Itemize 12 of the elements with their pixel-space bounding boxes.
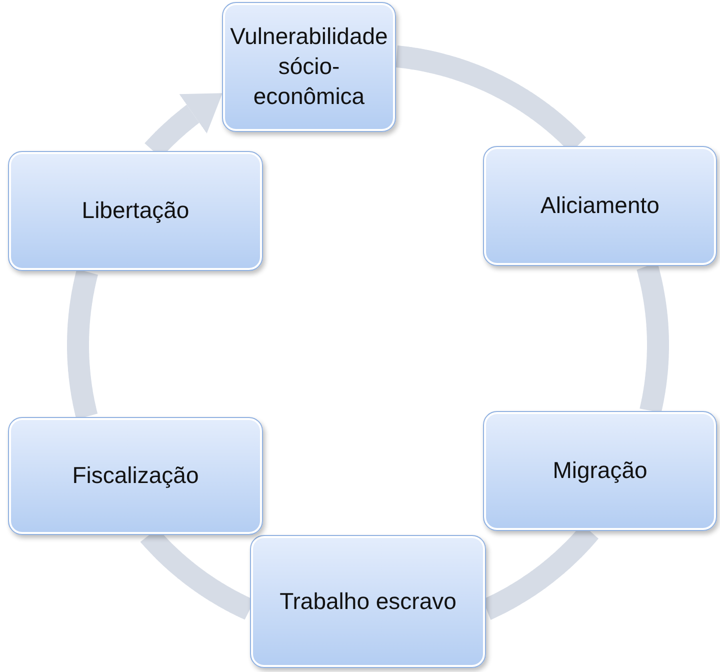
stage-label: Vulnerabilidade sócio-econômica <box>229 22 389 111</box>
stage-box <box>483 411 717 531</box>
stage-box <box>483 146 717 266</box>
stage-box <box>222 2 396 132</box>
stage-label: Libertação <box>82 196 190 226</box>
stage-label: Trabalho escravo <box>280 586 456 616</box>
stage-label: Migração <box>552 456 648 486</box>
stage-label: Fiscalização <box>72 461 199 490</box>
stage-box <box>8 417 263 535</box>
stage-label: Aliciamento <box>540 191 660 220</box>
stage-box <box>8 151 263 271</box>
stage-box <box>250 535 486 668</box>
